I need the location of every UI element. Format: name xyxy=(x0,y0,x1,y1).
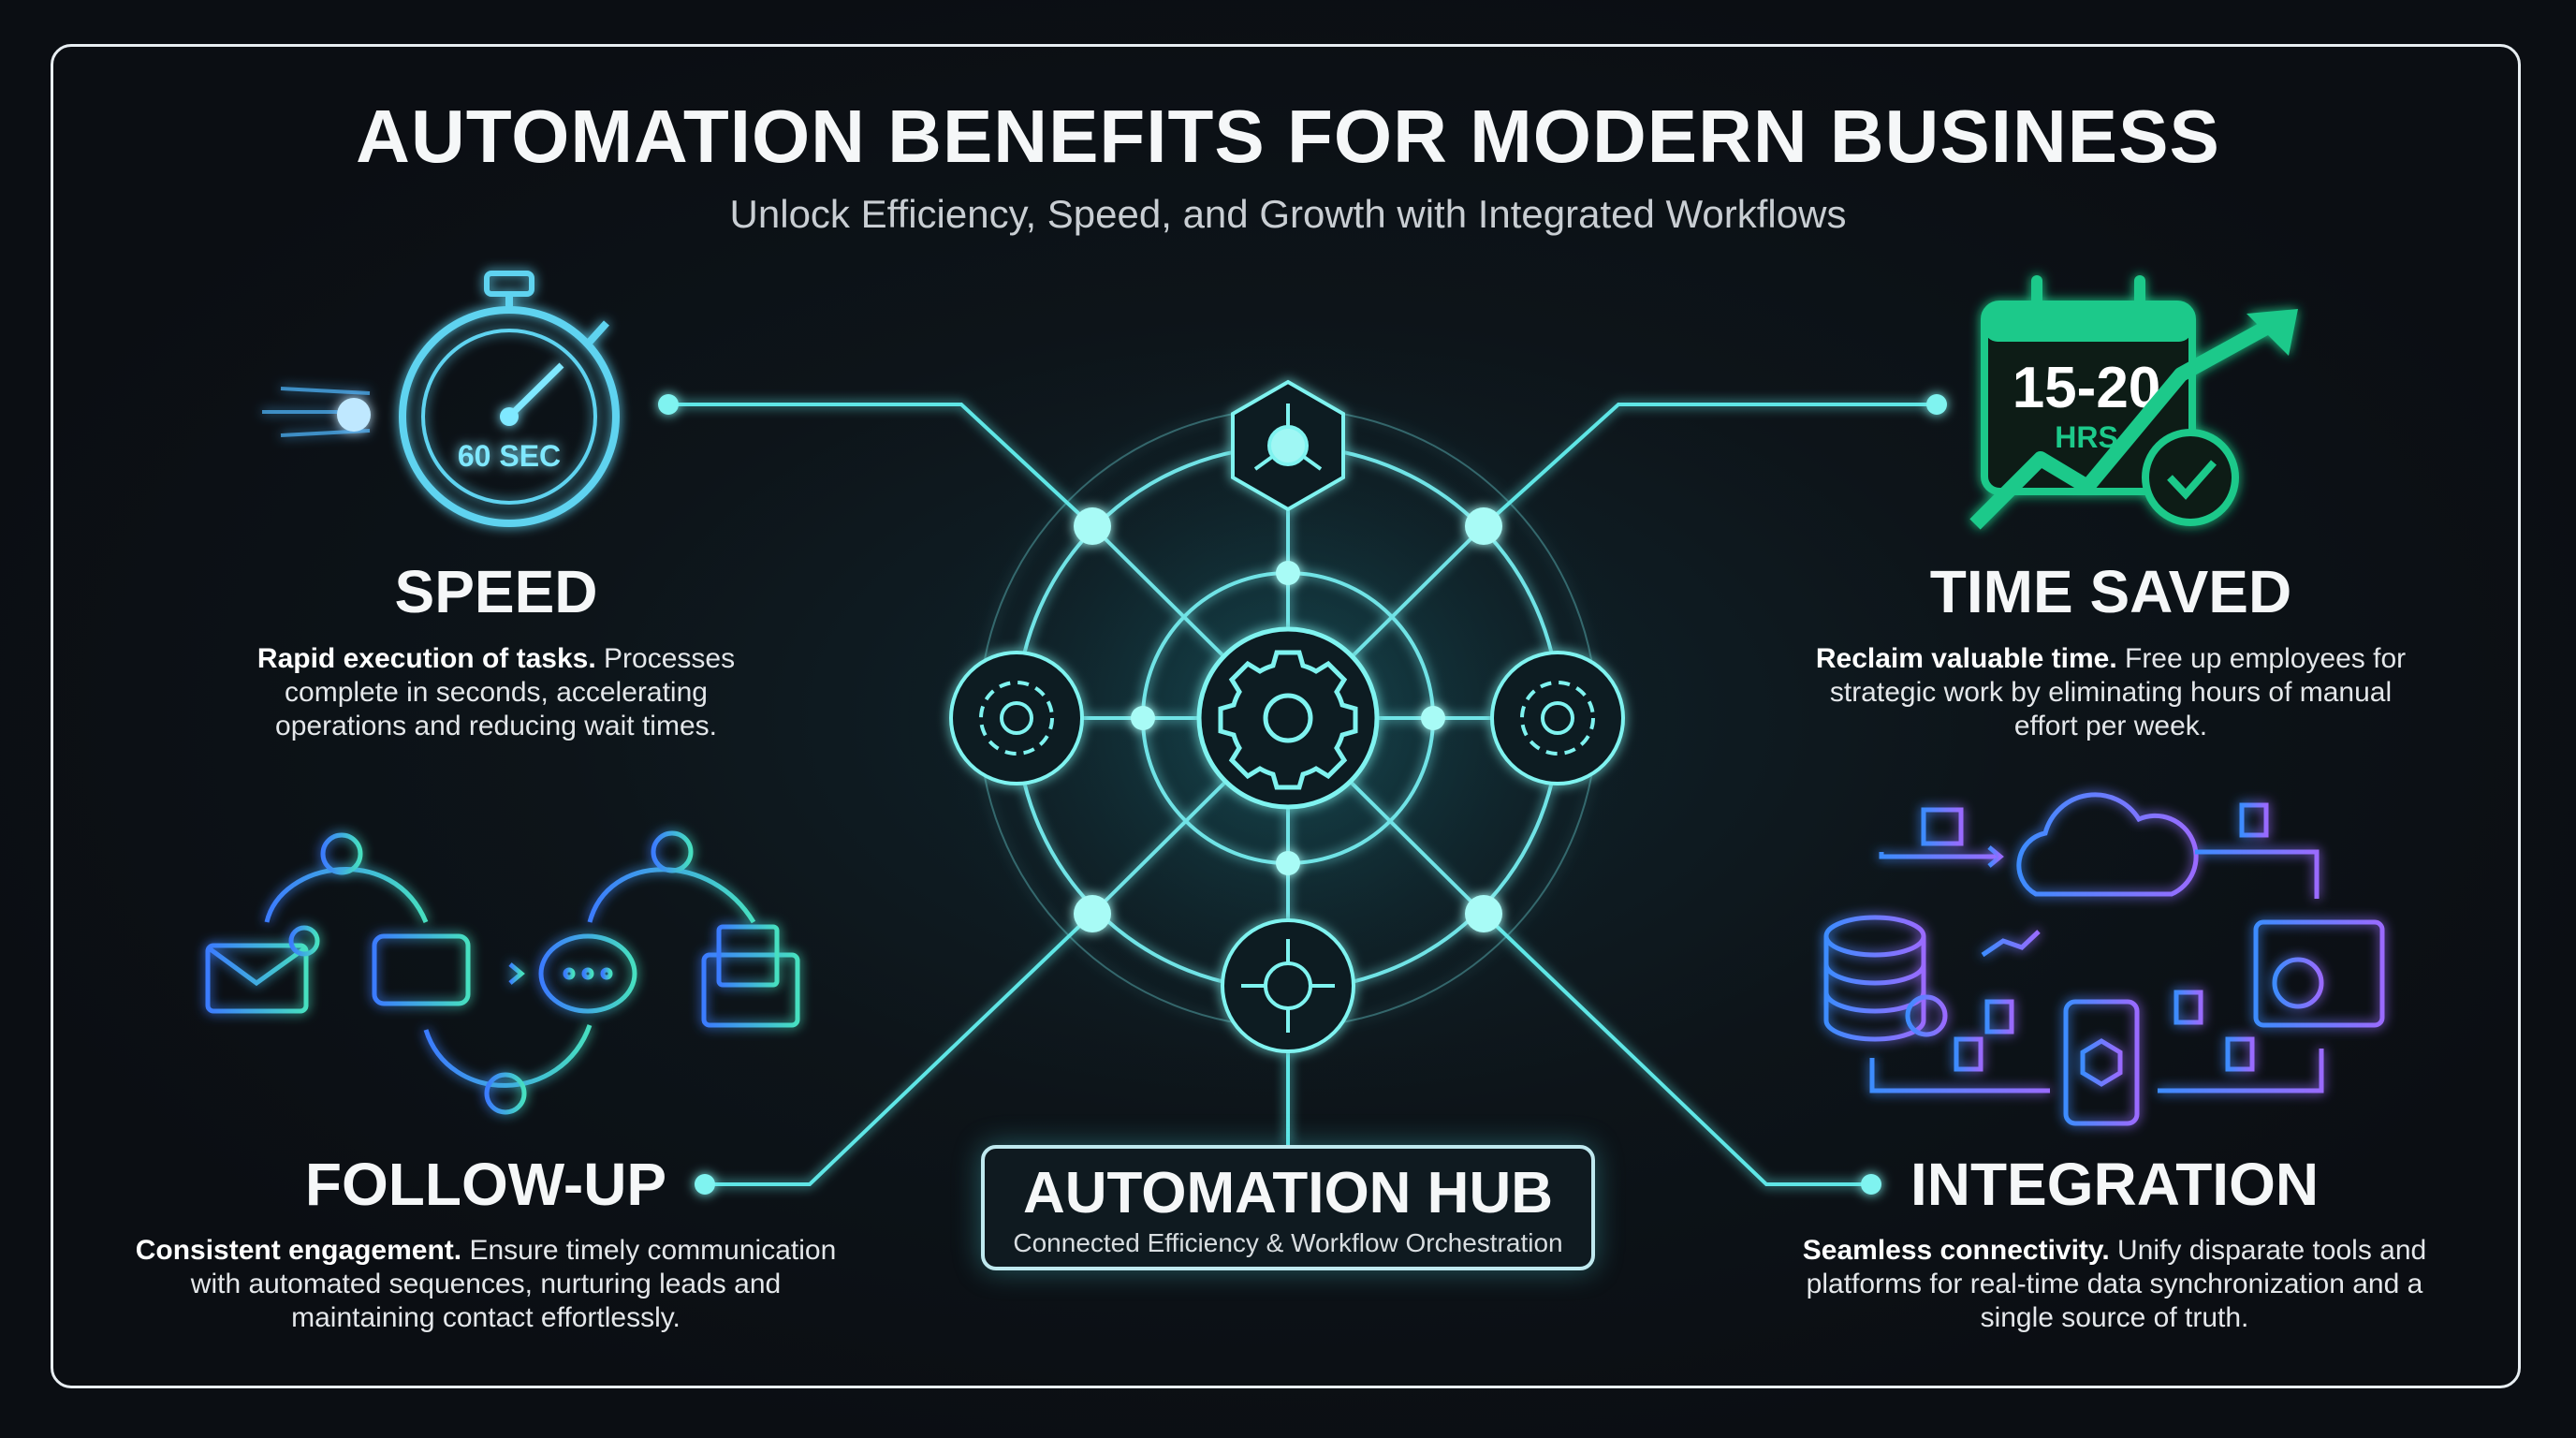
bottom-target-node-icon xyxy=(1221,918,1355,1053)
page-subtitle: Unlock Efficiency, Speed, and Growth wit… xyxy=(729,192,1847,236)
time-saved-body: Free up employees for strategic work by … xyxy=(1829,643,2407,741)
automation-hub-label: AUTOMATION HUB Connected Efficiency & Wo… xyxy=(981,1145,1595,1270)
cloud-icon xyxy=(2016,792,2199,897)
message-flow-icon xyxy=(168,830,800,1115)
time-saved-lead: Reclaim valuable time. xyxy=(1815,643,2117,674)
calendar-growth-icon: 15-20 HRS xyxy=(1969,275,2298,530)
follow-up-description: Consistent engagement. Ensure timely com… xyxy=(65,1234,907,1335)
time-saved-heading: TIME SAVED xyxy=(1929,558,2292,625)
connector-follow-up xyxy=(705,912,1094,1186)
connector-time-saved xyxy=(1482,403,1937,528)
integration-network-icon xyxy=(1823,792,2385,1126)
connector-speed xyxy=(668,403,1094,528)
chat-bubble-icon xyxy=(538,933,637,1014)
time-saved-description: Reclaim valuable time. Free up employees… xyxy=(1690,642,2532,743)
browser-window-icon xyxy=(2253,919,2385,1028)
page-title: AUTOMATION BENEFITS FOR MODERN BUSINESS xyxy=(356,95,2220,178)
email-document-icon xyxy=(701,952,800,1028)
connector-integration xyxy=(1482,912,1871,1186)
mobile-phone-icon xyxy=(2063,999,2140,1126)
follow-up-body: Ensure timely communication with automat… xyxy=(190,1235,837,1333)
stopwatch-label: 60 SEC xyxy=(458,439,561,473)
integration-body: Unify disparate tools and platforms for … xyxy=(1806,1235,2427,1333)
follow-up-heading: FOLLOW-UP xyxy=(304,1151,667,1218)
right-gear-icon xyxy=(1490,651,1625,785)
speed-lead: Rapid execution of tasks. xyxy=(256,643,596,674)
time-saved-unit: HRS xyxy=(2055,420,2118,454)
follow-up-lead: Consistent engagement. xyxy=(135,1235,462,1266)
left-gear-icon xyxy=(949,651,1084,785)
hub-nodes xyxy=(949,379,1625,1053)
integration-lead: Seamless connectivity. xyxy=(1802,1235,2110,1266)
speed-description: Rapid execution of tasks. Processes comp… xyxy=(75,642,917,743)
stopwatch-icon: 60 SEC xyxy=(262,271,620,527)
connector-endpoints xyxy=(658,394,1947,1195)
integration-description: Seamless connectivity. Unify disparate t… xyxy=(1693,1234,2536,1335)
top-hexagon-node-icon xyxy=(1231,379,1345,512)
chat-icon xyxy=(372,933,471,1006)
infographic-frame xyxy=(51,44,2521,1388)
hub-title: AUTOMATION HUB xyxy=(1023,1161,1553,1225)
email-icon xyxy=(205,943,309,1014)
speed-heading: SPEED xyxy=(394,558,598,625)
connector-lines xyxy=(668,403,1937,1186)
hub-subtitle: Connected Efficiency & Workflow Orchestr… xyxy=(1013,1228,1563,1257)
database-icon xyxy=(1823,915,1948,1042)
time-saved-value: 15-20 xyxy=(2012,356,2161,420)
center-gear-icon xyxy=(1196,626,1380,810)
integration-heading: INTEGRATION xyxy=(1910,1151,2320,1218)
speed-body: Processes complete in seconds, accelerat… xyxy=(275,643,736,741)
